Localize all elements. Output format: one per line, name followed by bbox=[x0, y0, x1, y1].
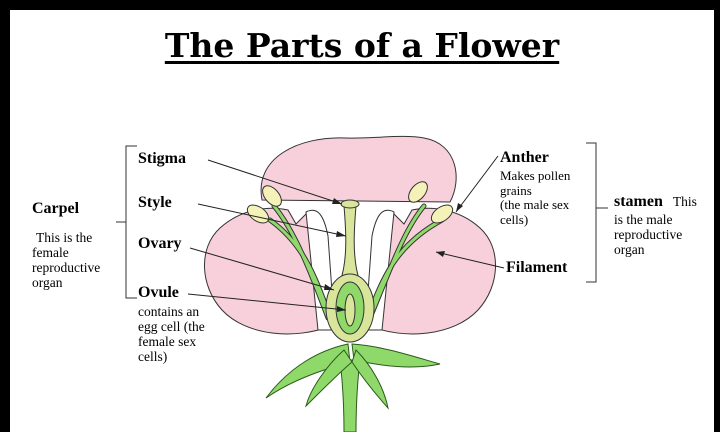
anther-desc-line: Makes pollen bbox=[500, 169, 570, 184]
petal-back bbox=[261, 136, 456, 202]
stamen-desc-line: is the male bbox=[614, 212, 682, 227]
ovule-desc-line: cells) bbox=[138, 349, 205, 364]
anther-desc-line: (the male sex bbox=[500, 198, 570, 213]
ovule-desc-line: female sex bbox=[138, 334, 205, 349]
stamen-bracket bbox=[586, 143, 596, 282]
ovule-description: contains an egg cell (the female sex cel… bbox=[138, 304, 205, 364]
stamen-label: stamen bbox=[614, 193, 663, 210]
carpel-desc-line: organ bbox=[32, 275, 100, 290]
carpel-desc-line: reproductive bbox=[32, 260, 100, 275]
flower-illustration bbox=[10, 10, 714, 432]
stigma-tip bbox=[341, 200, 359, 208]
stem-and-leaves bbox=[266, 344, 440, 432]
ovule-desc-line: egg cell (the bbox=[138, 319, 205, 334]
stem bbox=[340, 360, 360, 432]
anther-label: Anther bbox=[500, 149, 549, 167]
style-arrowhead bbox=[336, 231, 346, 237]
anther-leader bbox=[456, 156, 498, 212]
filament-label: Filament bbox=[506, 259, 567, 277]
stamen-desc-line: reproductive bbox=[614, 227, 682, 242]
ovary-label: Ovary bbox=[138, 235, 182, 253]
ovule-body bbox=[345, 294, 355, 326]
stigma-label: Stigma bbox=[138, 150, 186, 168]
style-label: Style bbox=[138, 194, 172, 212]
anther-desc-line: grains bbox=[500, 184, 570, 199]
carpel-bracket bbox=[126, 146, 137, 298]
carpel-desc-line: female bbox=[32, 245, 100, 260]
ovule-label: Ovule bbox=[138, 284, 179, 302]
diagram-canvas: The Parts of a Flower bbox=[10, 10, 714, 432]
carpel-label: Carpel bbox=[32, 200, 79, 218]
ovule-desc-line: contains an bbox=[138, 304, 205, 319]
stamen-desc-inline: This bbox=[673, 194, 697, 209]
carpel-desc-line: This is the bbox=[32, 230, 100, 245]
anther-desc-line: cells) bbox=[500, 213, 570, 228]
stamen-desc-line: organ bbox=[614, 242, 682, 257]
stamen-description: is the male reproductive organ bbox=[614, 212, 682, 257]
stamen-heading: stamen This bbox=[614, 193, 697, 211]
anther-description: Makes pollen grains (the male sex cells) bbox=[500, 169, 570, 227]
style-tube bbox=[340, 206, 360, 282]
carpel-description: This is the female reproductive organ bbox=[32, 230, 100, 290]
